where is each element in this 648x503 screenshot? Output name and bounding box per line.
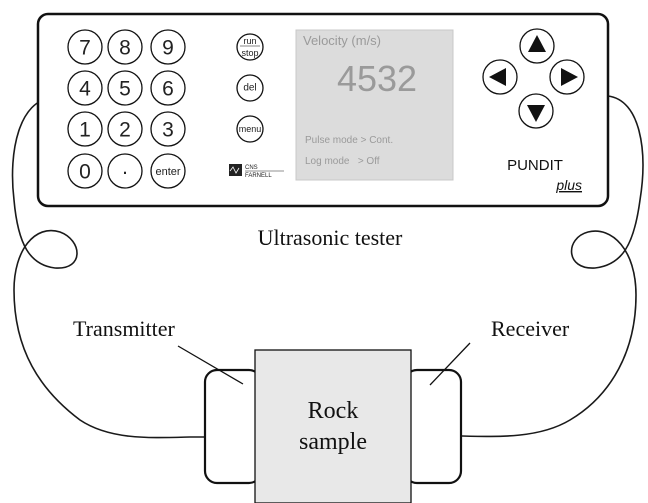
down-arrow-icon (527, 105, 545, 122)
arrow-keypad (482, 28, 585, 129)
run-stop-button[interactable]: run stop (236, 33, 264, 61)
stop-label: stop (241, 48, 258, 58)
key-7-label: 7 (79, 37, 91, 60)
key-4-button[interactable]: 4 (67, 70, 103, 106)
del-button[interactable]: del (236, 74, 264, 102)
manufacturer-logo: CNS FARNELL (229, 164, 284, 179)
menu-label: menu (239, 124, 262, 134)
receiver-cable (461, 95, 644, 438)
rock-sample (254, 349, 412, 503)
key-5-label: 5 (119, 78, 131, 101)
digit-keypad: 7 8 9 4 5 6 1 2 3 0 · enter (67, 29, 186, 189)
transmitter-leader (177, 345, 244, 385)
key-enter-label: enter (155, 166, 180, 178)
logo-line2: FARNELL (245, 173, 272, 179)
velocity-label: Velocity (m/s) (303, 33, 381, 48)
sample-label-line1: Rock (308, 398, 359, 424)
up-arrow-button[interactable] (519, 28, 555, 64)
receiver-transducer (403, 368, 463, 485)
key-2-label: 2 (119, 119, 131, 142)
key-8-label: 8 (119, 37, 131, 60)
del-label: del (243, 83, 256, 94)
key-9-button[interactable]: 9 (150, 29, 186, 65)
logo-line1: CNS (245, 165, 258, 171)
lcd-display: Velocity (m/s) 4532 Pulse mode > Cont. L… (295, 29, 454, 181)
left-arrow-icon (489, 68, 506, 86)
key-0-label: 0 (79, 161, 91, 184)
velocity-value: 4532 (337, 58, 417, 99)
log-mode-text: Log mode > Off (305, 156, 380, 167)
menu-button[interactable]: menu (236, 115, 264, 143)
brand-name: PUNDIT (507, 157, 563, 174)
tester-label: Ultrasonic tester (258, 225, 403, 250)
key-1-button[interactable]: 1 (67, 111, 103, 147)
sample-label-line2: sample (299, 429, 367, 455)
pulse-mode-text: Pulse mode > Cont. (305, 135, 393, 146)
key-6-label: 6 (162, 78, 174, 101)
run-label: run (243, 36, 256, 46)
left-arrow-button[interactable] (482, 59, 518, 95)
key-6-button[interactable]: 6 (150, 70, 186, 106)
transmitter-cable (11, 97, 210, 439)
receiver-label: Receiver (491, 316, 570, 341)
right-arrow-icon (561, 68, 578, 86)
key-2-button[interactable]: 2 (107, 111, 143, 147)
key-5-button[interactable]: 5 (107, 70, 143, 106)
right-arrow-button[interactable] (549, 59, 585, 95)
key-1-label: 1 (79, 119, 91, 142)
key-3-button[interactable]: 3 (150, 111, 186, 147)
key-decimal-label: · (122, 161, 129, 184)
key-enter-button[interactable]: enter (150, 153, 186, 189)
up-arrow-icon (528, 35, 546, 52)
cables (11, 95, 644, 439)
key-0-button[interactable]: 0 (67, 153, 103, 189)
key-decimal-button[interactable]: · (107, 153, 143, 189)
transmitter-transducer (203, 368, 263, 485)
key-3-label: 3 (162, 119, 174, 142)
down-arrow-button[interactable] (518, 93, 554, 129)
key-9-label: 9 (162, 37, 174, 60)
function-keys: run stop del menu (236, 33, 264, 143)
key-7-button[interactable]: 7 (67, 29, 103, 65)
brand-sub: plus (555, 177, 582, 193)
transmitter-label: Transmitter (73, 316, 176, 341)
receiver-leader (429, 342, 471, 386)
key-4-label: 4 (79, 78, 91, 101)
key-8-button[interactable]: 8 (107, 29, 143, 65)
